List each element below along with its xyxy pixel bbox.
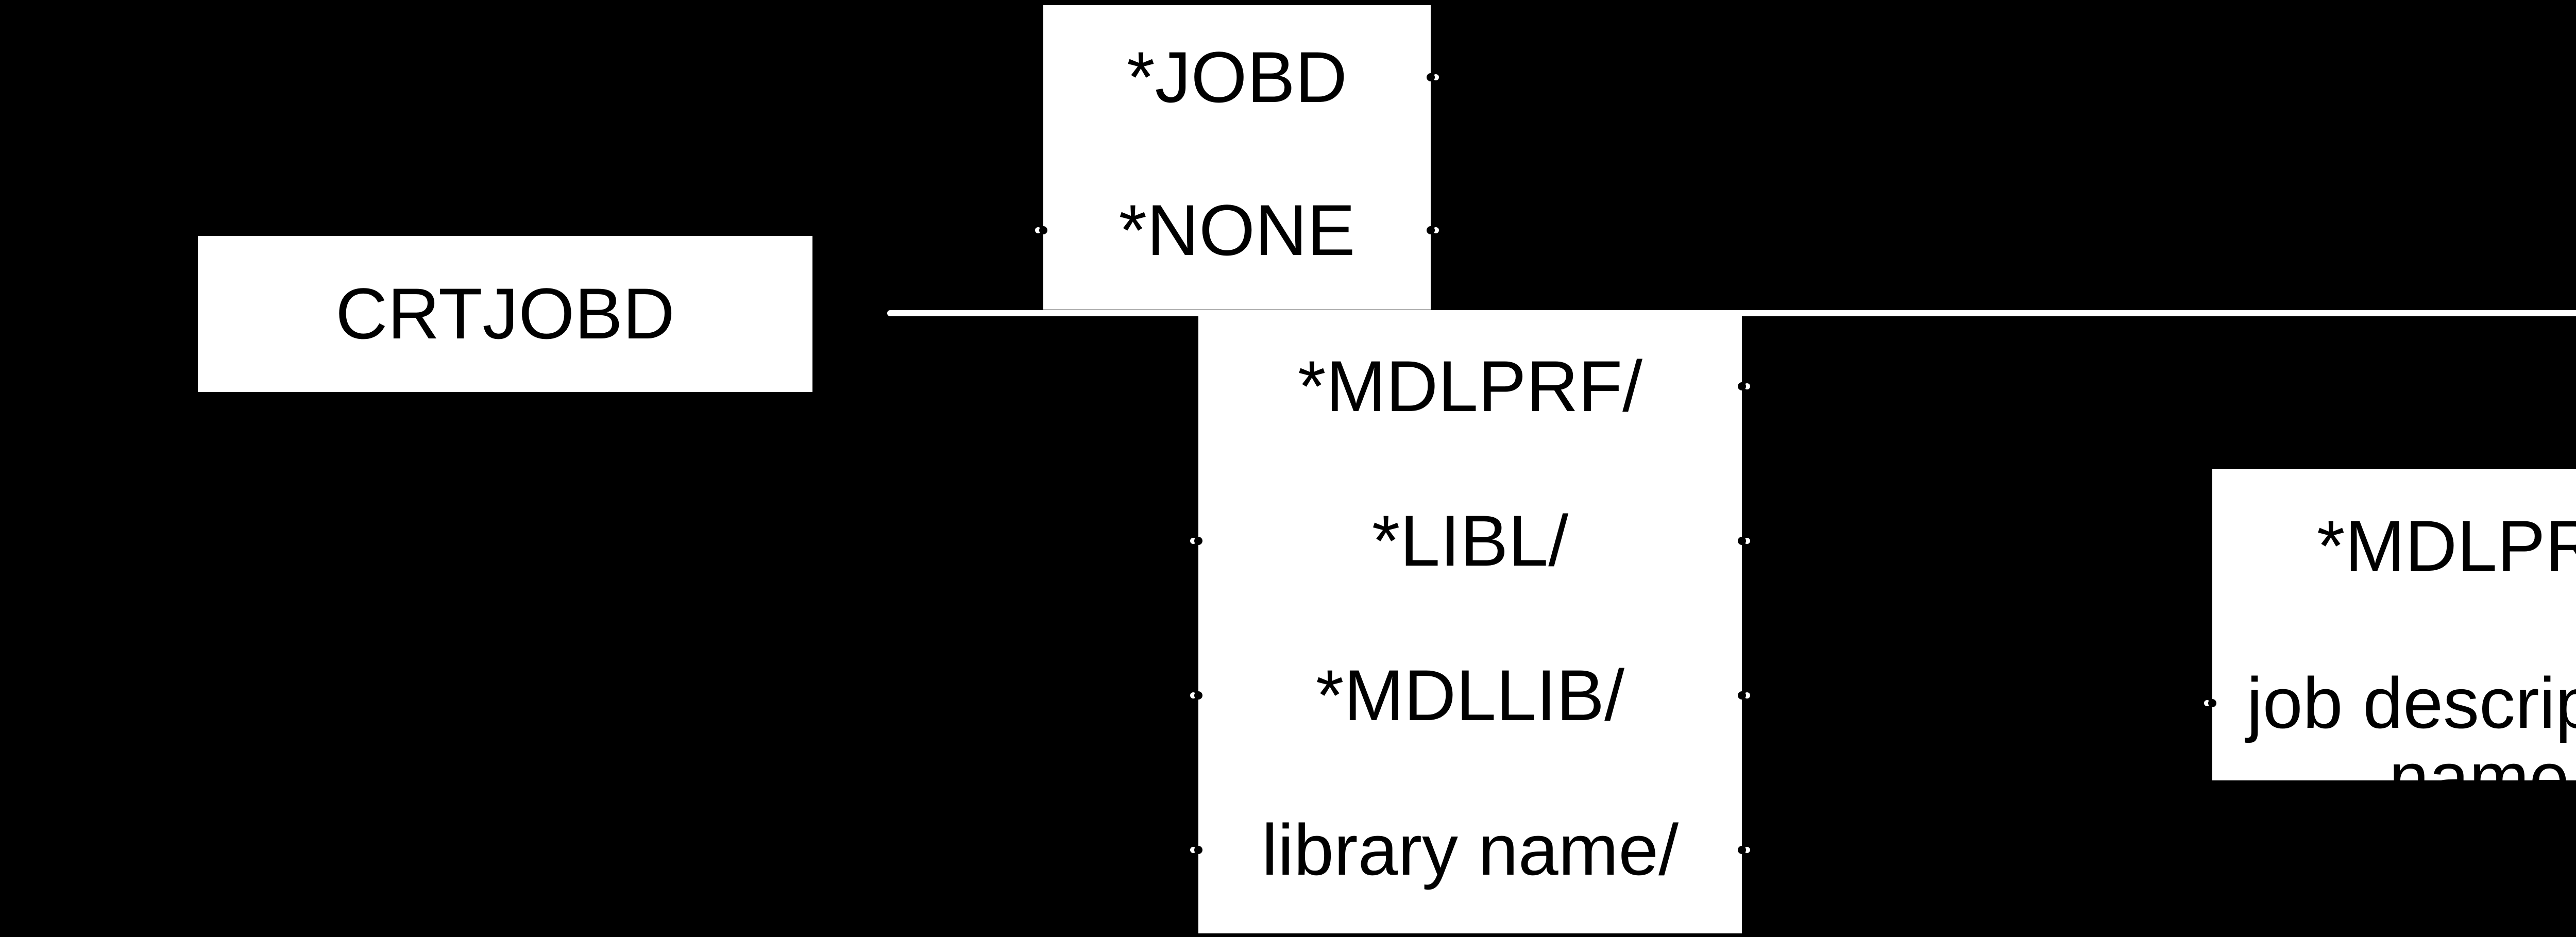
choice-item-mdlprf: *MDLPRF [2316,505,2576,586]
choice-item-libl-slash: *LIBL/ [1371,500,1569,581]
jobd-choice-box: *JOBD *NONE [1043,5,1431,310]
connector-junction-dot [1427,73,1435,81]
connector-junction-dot [1194,846,1202,854]
connector-junction-dot [1427,226,1435,234]
command-box: CRTJOBD [198,236,812,392]
jobd-name-box: *MDLPRF job description name [2212,469,2576,780]
connector-junction-dot [1738,691,1746,700]
connector-junction-dot [1194,691,1202,700]
connector-junction-dot [1738,382,1746,390]
connector-junction-dot [1738,846,1746,854]
command-label: CRTJOBD [335,273,675,354]
choice-item-library-name-slash: library name/ [1261,809,1679,890]
connector-junction-dot [1194,537,1202,545]
connector-junction-dot [2208,699,2216,707]
library-qualifier-box: *MDLPRF/ *LIBL/ *MDLLIB/ library name/ [1198,310,1742,933]
choice-item-none: *NONE [1118,190,1355,270]
choice-item-mdllib-slash: *MDLLIB/ [1315,655,1625,736]
connector-junction-dot [1039,226,1047,234]
choice-item-job-description: job description [2246,662,2576,743]
choice-item-mdlprf-slash: *MDLPRF/ [1298,346,1642,427]
choice-item-jobd: *JOBD [1127,37,1347,117]
connector-junction-dot [1738,537,1746,545]
choice-item-name-clipped: name [2388,737,2570,781]
